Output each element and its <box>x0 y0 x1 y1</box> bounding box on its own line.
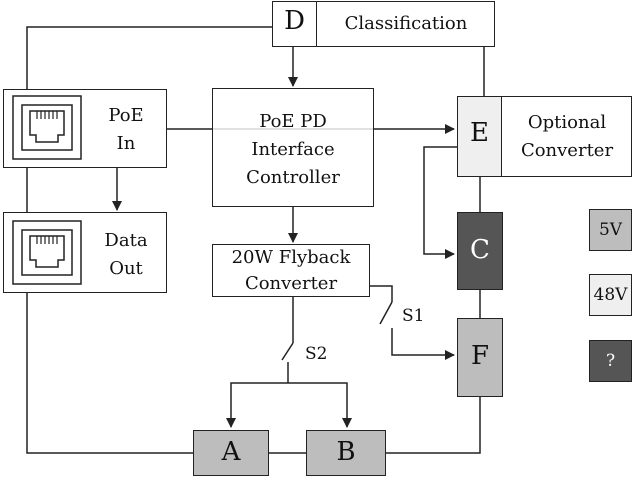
block-e-letter: E <box>470 118 489 148</box>
ethernet-port-icon <box>12 95 82 160</box>
wire-flyback-to-s1 <box>370 285 393 302</box>
legend-unknown-label: ? <box>605 351 616 371</box>
pd-controller-line2: Interface <box>251 139 335 160</box>
flyback-converter-block <box>212 244 370 297</box>
block-e <box>457 96 502 177</box>
legend-5v-label: 5V <box>598 220 623 240</box>
block-a-letter: A <box>221 437 241 467</box>
block-a <box>193 430 269 476</box>
legend-48v-label: 48V <box>593 285 628 305</box>
block-f-letter: F <box>470 341 490 371</box>
block-f <box>457 318 503 397</box>
legend-48v <box>589 274 632 316</box>
optional-converter-line1: Optional <box>527 112 607 133</box>
switch-s2-label: S2 <box>305 344 328 364</box>
switch-s1-label: S1 <box>402 306 425 326</box>
poe-in-label-line1: PoE <box>108 105 144 126</box>
optional-converter-line2: Converter <box>520 140 614 161</box>
pd-controller-block <box>212 88 374 207</box>
wire-s1-to-f <box>391 328 455 360</box>
block-d-letter: D <box>284 6 305 36</box>
data-out-label-line2: Out <box>109 258 143 279</box>
pd-controller-line1: PoE PD <box>259 111 327 132</box>
wire-s2-to-a <box>226 382 288 428</box>
switch-s1-blade <box>379 301 393 325</box>
wire-s2-to-b <box>288 382 352 428</box>
legend-unknown <box>589 340 632 382</box>
wire-e-to-c <box>423 146 457 259</box>
flyback-line1: 20W Flyback <box>231 247 351 268</box>
block-c-letter: C <box>470 235 490 265</box>
flyback-line2: Converter <box>244 273 338 294</box>
block-d <box>272 1 317 47</box>
legend-5v <box>589 209 632 251</box>
block-b <box>306 430 386 476</box>
ethernet-port-icon <box>12 220 82 285</box>
pd-controller-line3: Controller <box>246 167 340 188</box>
data-out-label-line1: Data <box>104 230 148 251</box>
classification-block <box>272 1 495 47</box>
wire-f-to-b <box>385 396 481 454</box>
block-c <box>457 212 503 290</box>
block-b-letter: B <box>336 437 356 467</box>
switch-s2-blade <box>281 342 294 361</box>
poe-in-label-line2: In <box>116 133 136 154</box>
classification-label: Classification <box>344 13 468 34</box>
